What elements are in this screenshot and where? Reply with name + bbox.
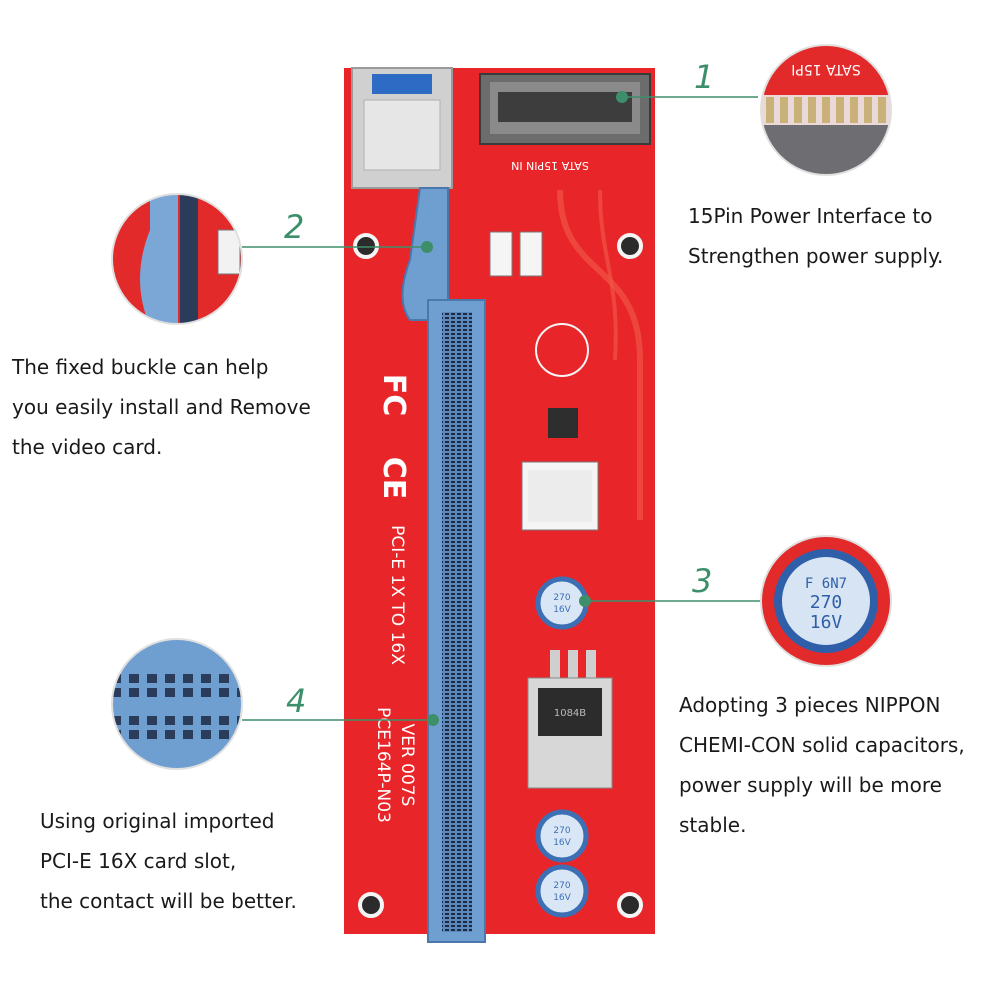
- caption-line: power supply will be more: [679, 773, 942, 797]
- caption-line: Strengthen power supply.: [688, 244, 944, 268]
- voltage-regulator: 1084B: [527, 650, 613, 789]
- caption-line: the video card.: [12, 435, 163, 459]
- caption-line: the contact will be better.: [40, 889, 297, 913]
- mounting-hole: [358, 892, 384, 918]
- callout-caption-2: The fixed buckle can help you easily ins…: [12, 347, 311, 467]
- caption-line: CHEMI-CON solid capacitors,: [679, 733, 965, 757]
- leader-dot-3: [579, 595, 591, 607]
- zoom-solid-capacitor: F 6N7 270 16V: [761, 536, 891, 666]
- solid-capacitor-ec3: 270 16V: [535, 576, 589, 630]
- version-silkscreen: VER 007S: [397, 724, 417, 807]
- caption-line: you easily install and Remove: [12, 395, 311, 419]
- mounting-hole: [353, 233, 379, 259]
- smd-component: [519, 231, 543, 277]
- leader-dot-2: [421, 241, 433, 253]
- zoom-fixed-buckle: [112, 194, 242, 324]
- fc-mark: FC: [376, 374, 411, 417]
- svg-text:270: 270: [553, 593, 570, 603]
- svg-text:270: 270: [553, 826, 570, 836]
- svg-text:16V: 16V: [810, 612, 843, 633]
- sata-silkscreen: SATA 15PIN IN: [511, 159, 589, 172]
- svg-text:16V: 16V: [553, 893, 571, 903]
- pcb-board: [344, 68, 655, 934]
- solid-capacitor-ec1: 270 16V: [535, 864, 589, 918]
- board-trace: [557, 189, 643, 520]
- solid-capacitor-ec2: 270 16V: [535, 809, 589, 863]
- mounting-hole: [617, 233, 643, 259]
- caption-line: stable.: [679, 813, 747, 837]
- caption-line: Using original imported: [40, 809, 275, 833]
- svg-text:270: 270: [810, 592, 843, 613]
- callout-caption-1: 15Pin Power Interface to Strengthen powe…: [688, 196, 943, 276]
- callout-number-1: 1: [694, 58, 715, 96]
- svg-text:F 6N7: F 6N7: [805, 576, 847, 592]
- leader-dot-4: [427, 714, 439, 726]
- svg-text:1084B: 1084B: [554, 708, 586, 719]
- model-silkscreen: PCE164P-N03: [373, 707, 393, 823]
- svg-text:270: 270: [553, 881, 570, 891]
- svg-text:16V: 16V: [553, 605, 571, 615]
- callout-number-3: 3: [692, 562, 713, 600]
- leader-dot-1: [616, 91, 628, 103]
- pcie-slot-pins: [442, 312, 472, 932]
- mounting-hole: [617, 892, 643, 918]
- callout-number-2: 2: [284, 208, 305, 246]
- caption-line: Adopting 3 pieces NIPPON: [679, 693, 941, 717]
- caption-line: PCI-E 16X card slot,: [40, 849, 237, 873]
- zoom-sata-connector: SATA 15PI: [761, 45, 891, 175]
- zoom-pcie-slot: [112, 639, 242, 769]
- caption-line: 15Pin Power Interface to: [688, 204, 933, 228]
- ce-mark: CE: [376, 457, 411, 500]
- callout-number-4: 4: [286, 682, 307, 720]
- controller-chip: [548, 408, 578, 438]
- svg-text:16V: 16V: [553, 838, 571, 848]
- smd-component: [489, 231, 513, 277]
- caption-line: The fixed buckle can help: [12, 355, 269, 379]
- electrolytic-capacitor-outline: [535, 323, 589, 377]
- board-trace: [598, 189, 618, 361]
- usb-port-tongue: [372, 74, 432, 94]
- spec-silkscreen: PCI-E 1X TO 16X: [387, 525, 407, 665]
- svg-text:SATA 15PI: SATA 15PI: [791, 61, 861, 77]
- callout-caption-4: Using original imported PCI-E 16X card s…: [40, 801, 297, 921]
- callout-caption-3: Adopting 3 pieces NIPPON CHEMI-CON solid…: [679, 685, 965, 845]
